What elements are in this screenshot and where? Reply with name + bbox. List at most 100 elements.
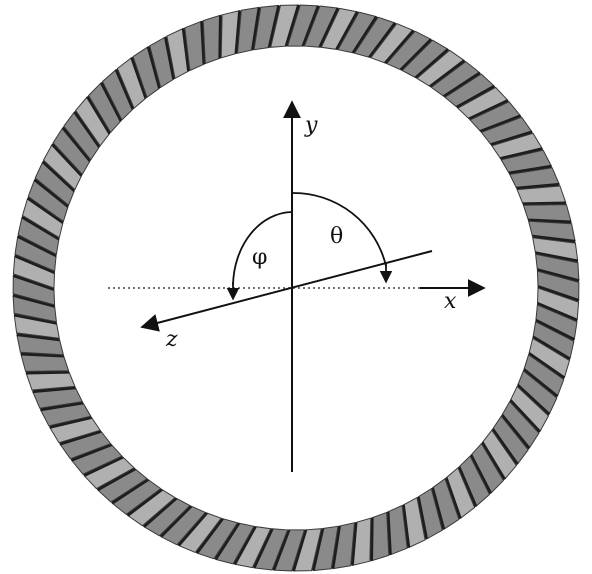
ring-segment-edge [127, 488, 163, 517]
ring-segment-edge [12, 294, 56, 308]
ring-segment-edge [522, 201, 566, 205]
ring-segment [14, 235, 57, 272]
detector-ring [12, 4, 580, 572]
ring-segment-edge [196, 517, 224, 554]
ring-segment-edge [86, 96, 111, 135]
ring-segment-edge [253, 528, 274, 569]
ring-segment-edge [181, 28, 190, 72]
x-axis-label: x [444, 289, 457, 314]
ring-segment-edge [532, 335, 571, 360]
ring-segment-edge [146, 46, 161, 89]
ring-segment-edge [267, 5, 280, 48]
ring-segment-edge [537, 285, 580, 302]
ring-segment-edge [40, 401, 84, 412]
ring-segment-edge [73, 111, 101, 148]
ring-segment-edge [490, 130, 533, 146]
ring-segment-edge [481, 441, 506, 480]
ring-segment-edge [17, 235, 57, 258]
ring-segment-edge [399, 38, 432, 71]
ring-segment-edge [516, 383, 551, 416]
ring-segment-edge [402, 504, 411, 548]
ring-segment-edge [61, 127, 91, 162]
ring-segment-edge [318, 7, 339, 48]
ring-segment-edge [130, 57, 147, 99]
ring-segment-edge [535, 251, 578, 262]
ring-segment-edge [41, 160, 76, 193]
ring-segment-edge [59, 430, 102, 446]
ring-segment-edge [528, 352, 566, 379]
ring-segment-edge [114, 69, 134, 110]
ring-segment-edge [312, 528, 325, 571]
z-axis-label: z [165, 327, 178, 352]
ring-segment-edge [458, 466, 478, 507]
ring-segment-edge [528, 218, 572, 224]
ring-segment-edge [234, 10, 241, 54]
ring-segment-edge [384, 29, 415, 64]
ring-segment-edge [468, 99, 509, 120]
ring-segment-edge [160, 505, 193, 538]
ring-segment [371, 511, 390, 562]
ring-segment-edge [14, 314, 57, 325]
ring-segment [202, 14, 221, 65]
ring-segment [25, 371, 76, 391]
ring-segment-edge [491, 428, 519, 465]
ring-segment-edge [508, 164, 552, 175]
ring-segment-edge [470, 454, 493, 494]
ring-segment-edge [535, 318, 575, 341]
ring-segment-edge [523, 368, 559, 398]
ring-segment-edge [16, 333, 60, 342]
ring-segment-edge [14, 254, 55, 274]
ring-segment-edge [71, 443, 113, 462]
ring-segment-edge [143, 497, 178, 528]
ring-segment-edge [177, 512, 208, 547]
theta-arc [291, 192, 387, 267]
ring-segment-edge [351, 522, 358, 566]
ring-segment-edge [97, 467, 136, 492]
ring-segment-edge [516, 182, 560, 190]
ring-segment-edge [429, 59, 465, 88]
ring-segment-edge [21, 216, 60, 241]
theta-label: θ [330, 224, 343, 249]
ring-segment-edge [33, 178, 69, 208]
ring-segment-edge [386, 511, 392, 555]
ring-segment-edge [233, 525, 257, 565]
ring-segment-edge [51, 143, 83, 177]
ring-segment-edge [509, 399, 541, 433]
ring-segment-edge [414, 48, 449, 79]
ring-segment-edge [417, 496, 429, 540]
ring-segment-edge [12, 274, 55, 291]
ring-segment-edge [370, 517, 374, 561]
y-axis-label: y [304, 113, 318, 138]
ring-segment-edge [537, 302, 578, 322]
ring-segment-edge [532, 234, 576, 243]
ring-segment-edge [111, 478, 149, 505]
ring-segment-edge [99, 82, 122, 122]
ring-segment-edge [331, 525, 341, 569]
ring-segment-edge [500, 147, 543, 160]
phi-arc [232, 211, 293, 286]
ring-segment-edge [501, 414, 531, 449]
ring-segment-edge [32, 386, 76, 394]
z-axis [140, 250, 433, 332]
ring-segment-edge [284, 4, 300, 47]
ring-segment-edge [26, 371, 70, 375]
ring-segment-edge [445, 477, 462, 519]
ring-segment-edge [83, 456, 124, 477]
ring-segment-edge [251, 7, 261, 51]
ring-segment-edge [214, 522, 241, 561]
ring-segment-edge [26, 197, 64, 224]
ring-segment-edge [301, 5, 320, 47]
ring-segment-edge [163, 36, 175, 80]
ring-segment-edge [479, 114, 521, 133]
ring-segment-edge [20, 352, 64, 358]
ring-segment-edge [456, 84, 495, 109]
ring-segment-edge [368, 22, 396, 59]
ring-segment [516, 185, 567, 205]
ring-segment-edge [49, 416, 92, 429]
ring-segment-edge [351, 15, 378, 54]
ring-segment-edge [292, 529, 308, 572]
ring-segment-edge [536, 268, 580, 282]
ring-segment-edge [218, 15, 222, 59]
ring-segment-edge [431, 487, 446, 530]
